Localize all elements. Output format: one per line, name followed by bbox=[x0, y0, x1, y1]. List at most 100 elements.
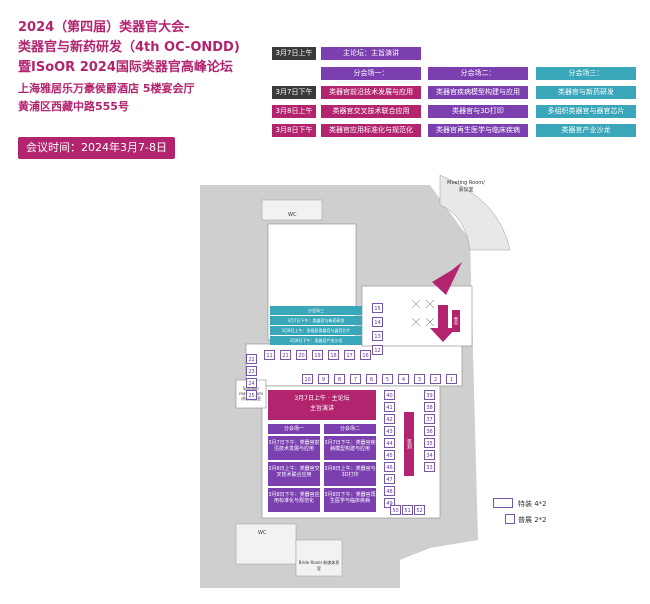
booth-49: 49 bbox=[384, 498, 395, 508]
legend-swatch-1 bbox=[493, 498, 513, 508]
schedule-row-1-cell-3: 类器官与新药研发 bbox=[536, 86, 636, 99]
booth-51: 51 bbox=[402, 505, 413, 515]
upper-hall-row-1: 分会场三 bbox=[270, 306, 362, 315]
booth-22: 22 bbox=[246, 354, 257, 364]
booth-52: 52 bbox=[414, 505, 425, 515]
booth-33: 33 bbox=[424, 462, 435, 472]
booth-45: 45 bbox=[384, 450, 395, 460]
booth-3: 3 bbox=[414, 374, 425, 384]
booth-20: 20 bbox=[296, 350, 307, 360]
schedule-row-3-cell-3: 类器官产业沙龙 bbox=[536, 124, 636, 137]
booth-35: 35 bbox=[424, 438, 435, 448]
schedule-row-2-cell-2: 类器官与3D打印 bbox=[428, 105, 528, 118]
booth-5: 5 bbox=[382, 374, 393, 384]
meeting-room-label: Meeting Room/会议室 bbox=[447, 180, 485, 193]
booth-50: 50 bbox=[390, 505, 401, 515]
schedule-session-1-header: 分会场一： bbox=[321, 67, 421, 80]
bride-room-label: Bride Room 新娘休息室 bbox=[298, 560, 340, 571]
booth-46: 46 bbox=[384, 462, 395, 472]
booth-40: 40 bbox=[384, 390, 395, 400]
hall-one-cell-3: 3月8日下午：类器官应用标准化与规范化 bbox=[268, 488, 320, 512]
booth-13: 13 bbox=[372, 331, 383, 341]
schedule-plenary-time: 3月7日上午 bbox=[272, 47, 316, 60]
hall-one-cell-2: 3月8日上午：类器官交叉技术联合应用 bbox=[268, 462, 320, 486]
schedule-row-2-cell-1: 类器官交叉技术联合应用 bbox=[321, 105, 421, 118]
booth-11: 11 bbox=[264, 350, 275, 360]
hall-two-cell-2: 3月8日上午：类器官与3D打印 bbox=[324, 462, 376, 486]
schedule-row-1-time: 3月7日下午 bbox=[272, 86, 316, 99]
booth-17: 17 bbox=[344, 350, 355, 360]
venue-line-2: 黄浦区西藏中路555号 bbox=[18, 100, 129, 113]
upper-hall-row-2: 3月7日下午：类器官与新药研发 bbox=[270, 316, 362, 325]
booth-2: 2 bbox=[430, 374, 441, 384]
booth-34: 34 bbox=[424, 450, 435, 460]
hall-two-header: 分会场二 bbox=[324, 424, 376, 434]
booth-43: 43 bbox=[384, 426, 395, 436]
main-hall-plenary: 3月7日上午 · 主论坛 主旨演讲 bbox=[268, 390, 376, 420]
schedule-row-3-cell-1: 类器官应用标准化与规范化 bbox=[321, 124, 421, 137]
legend-item-2: 普展 2*2 bbox=[518, 516, 547, 524]
schedule-row-3-cell-2: 类器官再生医学与临床疾病 bbox=[428, 124, 528, 137]
hall-one-cell-1: 3月7日下午：类器官前沿技术发展与应用 bbox=[268, 436, 320, 460]
booth-21: 21 bbox=[280, 350, 291, 360]
venue-line-1: 上海雅居乐万豪侯爵酒店 5楼宴会厅 bbox=[18, 82, 195, 95]
booth-8: 8 bbox=[334, 374, 345, 384]
date-badge: 会议时间：2024年3月7-8日 bbox=[18, 137, 175, 159]
entrance-arrow-1 bbox=[432, 262, 462, 295]
booth-42: 42 bbox=[384, 414, 395, 424]
schedule-row-1-cell-2: 类器官疾病模型构建与应用 bbox=[428, 86, 528, 99]
wc-bottom-area bbox=[235, 523, 297, 565]
booth-48: 48 bbox=[384, 486, 395, 496]
legend-swatch-2 bbox=[505, 514, 515, 524]
booth-37: 37 bbox=[424, 414, 435, 424]
booth-38: 38 bbox=[424, 402, 435, 412]
hall-two-cell-1: 3月7日下午：类器官疾病模型构建与应用 bbox=[324, 436, 376, 460]
title-line-3: 暨ISoOR 2024国际类器官高峰论坛 bbox=[18, 60, 233, 75]
wc-top-area bbox=[261, 199, 323, 221]
hall-two-cell-3: 3月8日下午：类器官再生医学与临床疾病 bbox=[324, 488, 376, 512]
entrance-arrow-2 bbox=[430, 305, 456, 342]
booth-4: 4 bbox=[398, 374, 409, 384]
booth-41: 41 bbox=[384, 402, 395, 412]
booth-7: 7 bbox=[350, 374, 361, 384]
booth-23: 23 bbox=[246, 366, 257, 376]
booth-39: 39 bbox=[424, 390, 435, 400]
upper-hall-row-3: 3月8日上午：多组织类器官与器官芯片 bbox=[270, 326, 362, 335]
booth-47: 47 bbox=[384, 474, 395, 484]
booth-24: 24 bbox=[246, 378, 257, 388]
schedule-row-1-cell-1: 类器官前沿技术发展与应用 bbox=[321, 86, 421, 99]
stage-label: 舞台 bbox=[452, 310, 460, 332]
booth-16: 16 bbox=[360, 350, 371, 360]
booth-10: 10 bbox=[302, 374, 313, 384]
booth-25: 25 bbox=[246, 390, 257, 400]
booth-19: 19 bbox=[312, 350, 323, 360]
schedule-row-2-time: 3月8日上午 bbox=[272, 105, 316, 118]
schedule-row-3-time: 3月8日下午 bbox=[272, 124, 316, 137]
booth-15: 15 bbox=[372, 303, 383, 313]
booth-18: 18 bbox=[328, 350, 339, 360]
main-hall-title: 3月7日上午 · 主论坛 bbox=[294, 395, 350, 402]
booth-12: 12 bbox=[372, 345, 383, 355]
booth-36: 36 bbox=[424, 426, 435, 436]
upper-hall-row-4: 3月8日下午：类器官产业沙龙 bbox=[270, 336, 362, 345]
booth-44: 44 bbox=[384, 438, 395, 448]
registration-desk: 签到 bbox=[404, 412, 414, 476]
legend-item-1: 特装 4*2 bbox=[518, 500, 547, 508]
hall-one-header: 分会场一 bbox=[268, 424, 320, 434]
booth-14: 14 bbox=[372, 317, 383, 327]
title-line-2: 类器官与新药研发（4th OC-ONDD) bbox=[18, 40, 240, 55]
booth-1: 1 bbox=[446, 374, 457, 384]
wc-bottom-label: WC bbox=[258, 530, 267, 536]
schedule-row-2-cell-3: 多组织类器官与器官芯片 bbox=[536, 105, 636, 118]
wc-top-label: WC bbox=[288, 212, 297, 218]
booth-9: 9 bbox=[318, 374, 329, 384]
entrance-x-marks bbox=[411, 299, 435, 327]
bride-room-area bbox=[295, 539, 343, 577]
main-hall-sub: 主旨演讲 bbox=[309, 405, 334, 412]
schedule-session-3-header: 分会场三： bbox=[536, 67, 636, 80]
booth-6: 6 bbox=[366, 374, 377, 384]
title-line-1: 2024（第四届）类器官大会- bbox=[18, 20, 190, 35]
schedule-session-2-header: 分会场二： bbox=[428, 67, 528, 80]
schedule-plenary-topic: 主论坛：主旨演讲 bbox=[321, 47, 421, 60]
